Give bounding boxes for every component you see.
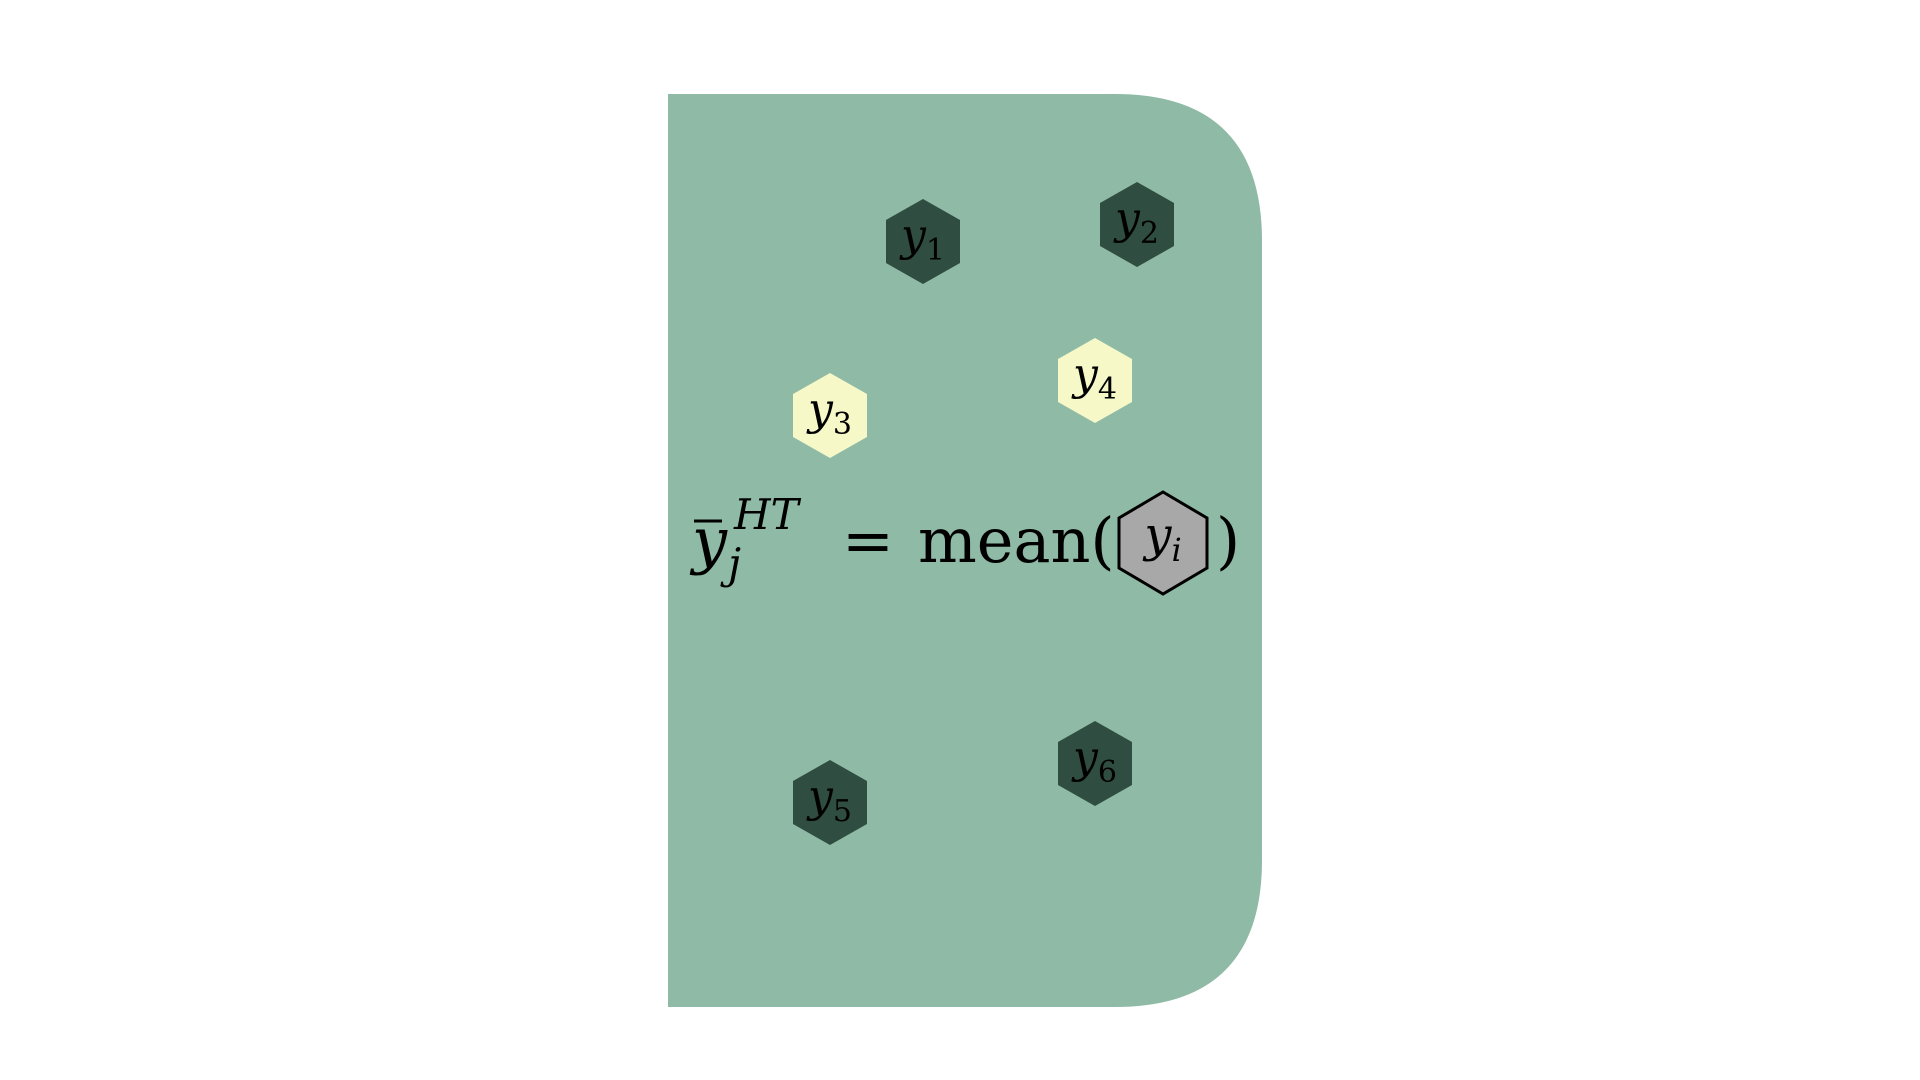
formula-equals: =: [842, 504, 894, 577]
node-y2-label: y2: [1113, 193, 1159, 251]
node-y4-label: y4: [1071, 349, 1117, 407]
formula-close-paren: ): [1216, 504, 1240, 577]
formula-lhs-variable: y: [689, 504, 728, 577]
node-y2-hexagon: [1100, 182, 1174, 267]
node-y3-hexagon: [793, 373, 867, 458]
node-y6-hexagon: [1058, 721, 1132, 806]
node-y1: y1: [886, 199, 960, 284]
node-y3: y3: [793, 373, 867, 458]
node-y5-label: y5: [806, 771, 852, 829]
formula: y HT j = mean( yi ): [689, 490, 1240, 596]
formula-function: mean(: [918, 504, 1115, 577]
formula-argument-hexagon: [1117, 490, 1209, 596]
node-y4: y4: [1058, 338, 1132, 423]
formula-argument-label: yi: [1142, 507, 1181, 569]
node-y1-label: y1: [899, 210, 945, 268]
node-y6: y6: [1058, 721, 1132, 806]
formula-lhs-superscript: HT: [733, 490, 802, 539]
node-y4-hexagon: [1058, 338, 1132, 423]
node-y2: y2: [1100, 182, 1174, 267]
formula-argument-node: yi: [1117, 490, 1209, 596]
node-y5-hexagon: [793, 760, 867, 845]
node-y3-label: y3: [806, 384, 852, 442]
node-y6-label: y6: [1071, 732, 1117, 790]
node-y5: y5: [793, 760, 867, 845]
node-y1-hexagon: [886, 199, 960, 284]
